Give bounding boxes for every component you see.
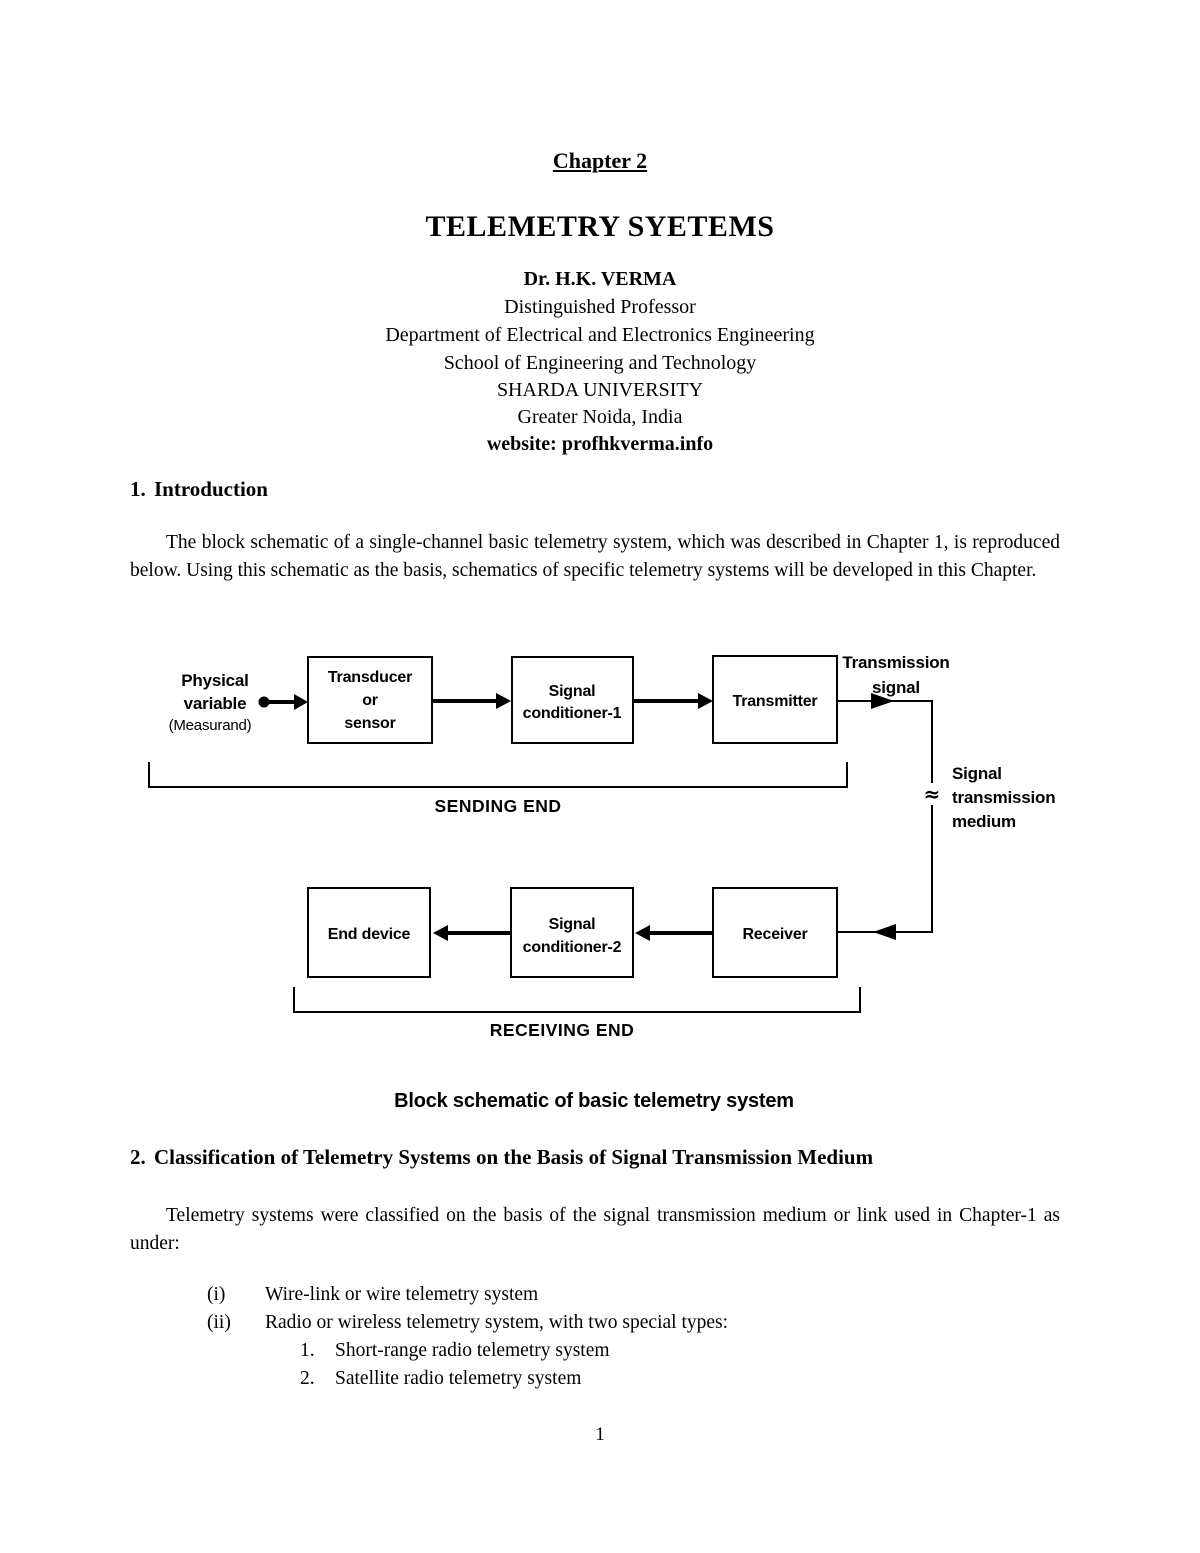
input-dot (258, 696, 270, 708)
end-device-box-label: End device (328, 926, 411, 943)
sublist-text: Satellite radio telemetry system (335, 1368, 582, 1389)
section-2-heading: 2. Classification of Telemetry Systems on… (130, 1147, 1060, 1168)
section-1-title: Introduction (154, 477, 268, 501)
receiving-end-label: RECEIVING END (490, 1020, 635, 1040)
receiver-input-arrowhead (873, 924, 896, 940)
signal-conditioner-1-line1: Signal (549, 683, 596, 700)
signal-conditioner-2-line2: conditioner-2 (523, 939, 622, 956)
classification-list: (i) Wire-link or wire telemetry system (… (130, 1281, 1060, 1393)
arrow-sc2-to-enddevice-head (433, 925, 448, 941)
sending-end-label: SENDING END (434, 796, 561, 816)
receiving-end-bracket (293, 987, 861, 1013)
signal-conditioner-1-box (511, 656, 634, 744)
end-device-box (307, 887, 431, 978)
list-text: Wire-link or wire telemetry system (265, 1284, 539, 1305)
transducer-box-line2: or (362, 692, 378, 709)
section-2-number: 2. (130, 1145, 146, 1169)
transmission-arrowhead-right (871, 693, 894, 709)
document-title: TELEMETRY SYETEMS (425, 210, 775, 243)
signal-transmission-medium-line2: transmission (952, 788, 1055, 807)
transmission-signal-label-line1: Transmission (842, 653, 949, 672)
author-name: Dr. H.K. VERMA (523, 268, 677, 290)
arrow-receiver-to-sc2-head (635, 925, 650, 941)
section-1-number: 1. (130, 477, 146, 501)
list-item: (i) Wire-link or wire telemetry system (130, 1281, 1060, 1309)
transducer-box (307, 656, 433, 744)
approx-symbol: ≈ (924, 782, 941, 806)
sublist-marker: 2. (300, 1368, 315, 1389)
list-marker: (ii) (207, 1312, 231, 1333)
author-title: Distinguished Professor (504, 296, 696, 318)
transmitter-box-label: Transmitter (733, 693, 818, 710)
input-arrowhead (294, 694, 308, 710)
signal-transmission-medium-line3: medium (952, 812, 1016, 831)
arrow-transducer-to-sc1-head (496, 693, 511, 709)
section-1-heading: 1. Introduction (130, 479, 1060, 500)
chapter-label: Chapter 2 (552, 148, 648, 173)
signal-conditioner-1-line2: conditioner-1 (523, 705, 622, 722)
receiver-box-label: Receiver (742, 926, 807, 943)
page-number: 1 (595, 1424, 605, 1445)
diagram-caption: Block schematic of basic telemetry syste… (394, 1090, 794, 1112)
physical-variable-label-line1: Physical (181, 671, 248, 690)
signal-transmission-medium-line1: Signal (952, 764, 1002, 783)
sending-end-bracket (148, 762, 848, 788)
block-diagram: Physical variable (Measurand) Transducer… (148, 653, 1056, 1112)
arrow-sc1-to-transmitter-head (698, 693, 713, 709)
sublist-text: Short-range radio telemetry system (335, 1340, 610, 1361)
author-website: website: profhkverma.info (486, 433, 714, 455)
author-university: SHARDA UNIVERSITY (496, 379, 704, 401)
list-subitem: 2. Satellite radio telemetry system (130, 1365, 1060, 1393)
chapter-heading: Chapter 2 (0, 150, 1200, 172)
transducer-box-line3: sensor (344, 715, 395, 732)
author-location: Greater Noida, India (517, 406, 683, 428)
list-marker: (i) (207, 1284, 226, 1305)
list-item: (ii) Radio or wireless telemetry system,… (130, 1309, 1060, 1337)
author-department: Department of Electrical and Electronics… (385, 324, 815, 346)
section-2-title: Classification of Telemetry Systems on t… (154, 1145, 874, 1169)
section-2-paragraph: Telemetry systems were classified on the… (130, 1205, 1060, 1254)
physical-variable-label-line2: variable (184, 694, 247, 713)
transducer-box-line1: Transducer (328, 669, 412, 686)
transmission-signal-label-line2: signal (872, 678, 920, 697)
author-school: School of Engineering and Technology (443, 352, 757, 374)
transmission-medium-line (837, 700, 933, 933)
signal-conditioner-2-box (510, 887, 634, 978)
line-break-mask (921, 783, 943, 805)
sublist-marker: 1. (300, 1340, 315, 1361)
list-subitem: 1. Short-range radio telemetry system (130, 1337, 1060, 1365)
measurand-label: (Measurand) (169, 717, 252, 734)
signal-conditioner-2-line1: Signal (549, 916, 596, 933)
receiver-box (712, 887, 838, 978)
transmitter-box (712, 655, 838, 744)
list-text: Radio or wireless telemetry system, with… (265, 1312, 729, 1333)
section-1-paragraph: The block schematic of a single-channel … (130, 532, 1060, 581)
